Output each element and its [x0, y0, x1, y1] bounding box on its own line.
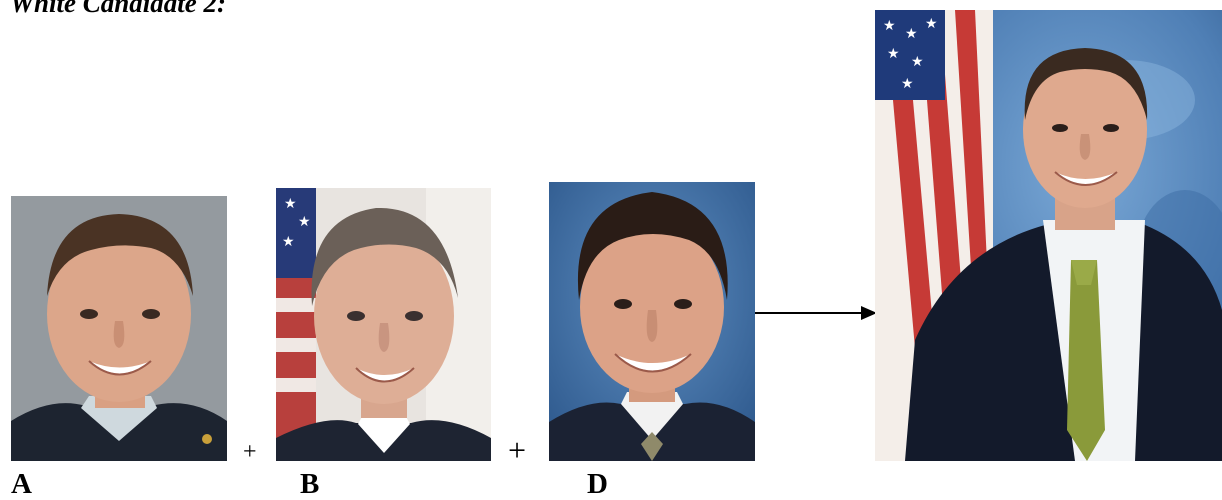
portrait-photo-d [549, 182, 755, 461]
label-d: D [587, 468, 608, 500]
portrait-photo-result: ★ ★ ★ ★ ★ ★ [875, 10, 1222, 461]
svg-text:★: ★ [905, 26, 918, 42]
plus-sign-1: + [243, 439, 257, 465]
svg-text:★: ★ [282, 234, 295, 250]
portrait-result-image: ★ ★ ★ ★ ★ ★ [875, 10, 1222, 461]
svg-text:★: ★ [298, 214, 311, 230]
svg-text:★: ★ [284, 196, 297, 212]
svg-text:★: ★ [901, 76, 914, 92]
label-b: B [300, 468, 320, 500]
svg-text:★: ★ [925, 16, 938, 32]
portrait-photo-a [11, 196, 227, 461]
portrait-photo-b: ★ ★ ★ [276, 188, 491, 461]
label-a: A [11, 468, 32, 500]
portrait-d-image [549, 182, 755, 461]
heading: White Candidate 2: [10, 0, 227, 18]
svg-text:★: ★ [887, 46, 900, 62]
svg-text:★: ★ [883, 18, 896, 34]
arrow-right-icon [755, 306, 877, 320]
portrait-a-image [11, 196, 227, 461]
portrait-b-image: ★ ★ ★ [276, 188, 491, 461]
plus-sign-2: + [508, 432, 527, 468]
svg-text:★: ★ [911, 54, 924, 70]
